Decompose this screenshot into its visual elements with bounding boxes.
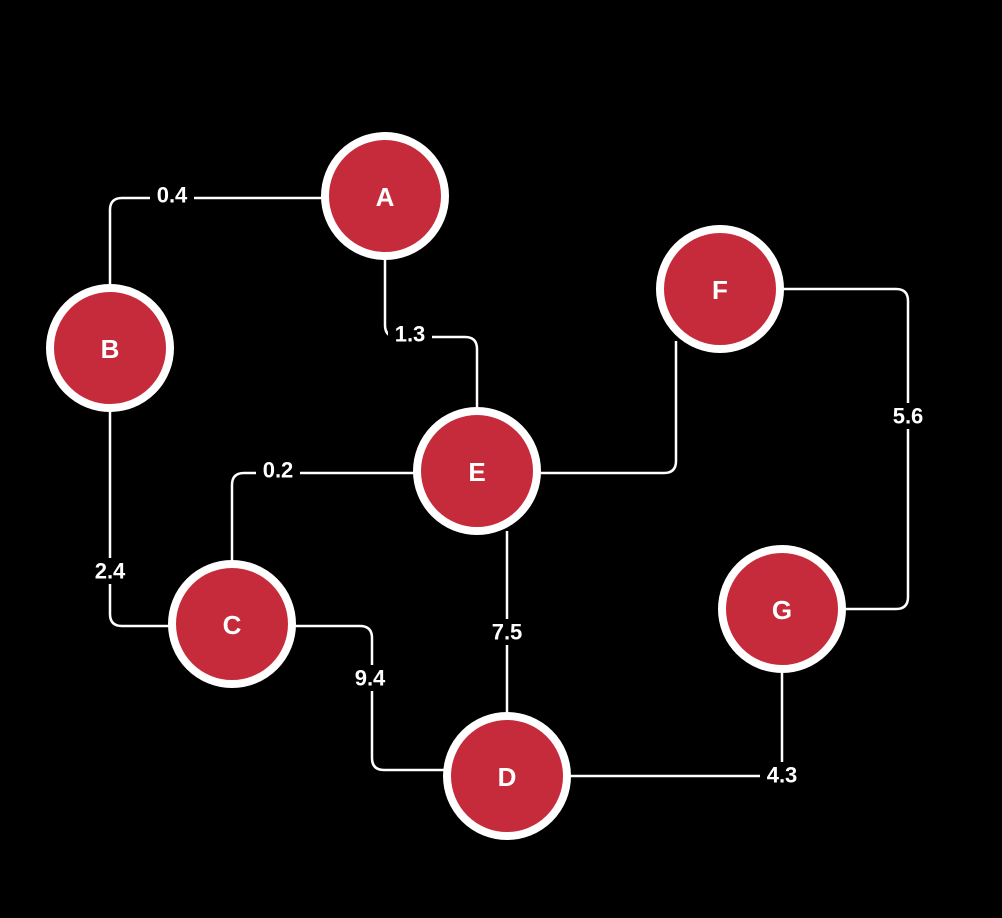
edge-c-e: 0.2 bbox=[230, 457, 417, 564]
edge-weight-label: 2.4 bbox=[95, 559, 126, 584]
edge-line bbox=[537, 341, 678, 475]
edge-label-background bbox=[485, 619, 529, 645]
node-c: C bbox=[168, 560, 296, 688]
node-circle bbox=[718, 545, 846, 673]
edge-line bbox=[230, 471, 417, 564]
edge-c-d: 9.4 bbox=[292, 624, 447, 772]
edge-e-f bbox=[537, 341, 678, 475]
edge-weight-label: 5.6 bbox=[893, 404, 924, 429]
node-circle bbox=[656, 225, 784, 353]
node-circle bbox=[443, 712, 571, 840]
edge-label-background bbox=[348, 665, 392, 691]
node-circle bbox=[413, 407, 541, 535]
edge-line bbox=[108, 408, 172, 628]
edge-a-b: 0.4 bbox=[108, 182, 325, 288]
edge-e-d: 7.5 bbox=[485, 531, 529, 716]
node-e: E bbox=[413, 407, 541, 535]
edge-line bbox=[567, 669, 784, 778]
node-label: D bbox=[498, 762, 517, 792]
edges-layer: 0.4 1.3 2.4 0.2 9.4 7.5 5.6 4.3 bbox=[88, 182, 930, 788]
edge-weight-label: 1.3 bbox=[395, 322, 426, 347]
node-label: E bbox=[468, 457, 485, 487]
edge-label-background bbox=[886, 403, 930, 429]
edge-weight-label: 0.4 bbox=[157, 183, 188, 208]
edge-a-e: 1.3 bbox=[383, 256, 479, 411]
edge-label-background bbox=[256, 457, 300, 483]
edge-line bbox=[780, 287, 910, 611]
edge-label-background bbox=[760, 762, 804, 788]
node-label: G bbox=[772, 595, 792, 625]
edge-line bbox=[292, 624, 447, 772]
nodes-layer: A B C D E F G bbox=[46, 132, 846, 840]
edge-weight-label: 9.4 bbox=[355, 666, 386, 691]
edge-weight-label: 7.5 bbox=[492, 620, 523, 645]
node-label: F bbox=[712, 275, 728, 305]
edge-weight-label: 4.3 bbox=[767, 763, 798, 788]
node-label: A bbox=[376, 182, 395, 212]
node-b: B bbox=[46, 284, 174, 412]
edge-label-background bbox=[88, 558, 132, 584]
node-circle bbox=[46, 284, 174, 412]
edge-weight-label: 0.2 bbox=[263, 458, 294, 483]
node-d: D bbox=[443, 712, 571, 840]
edge-label-background bbox=[388, 321, 432, 347]
node-f: F bbox=[656, 225, 784, 353]
node-circle bbox=[168, 560, 296, 688]
edge-b-c: 2.4 bbox=[88, 408, 172, 628]
edge-label-background bbox=[150, 182, 194, 208]
edge-f-g: 5.6 bbox=[780, 287, 930, 611]
node-a: A bbox=[321, 132, 449, 260]
edge-d-g: 4.3 bbox=[567, 669, 804, 788]
node-g: G bbox=[718, 545, 846, 673]
node-label: C bbox=[223, 610, 242, 640]
node-circle bbox=[321, 132, 449, 260]
edge-line bbox=[108, 196, 325, 288]
node-label: B bbox=[101, 334, 120, 364]
